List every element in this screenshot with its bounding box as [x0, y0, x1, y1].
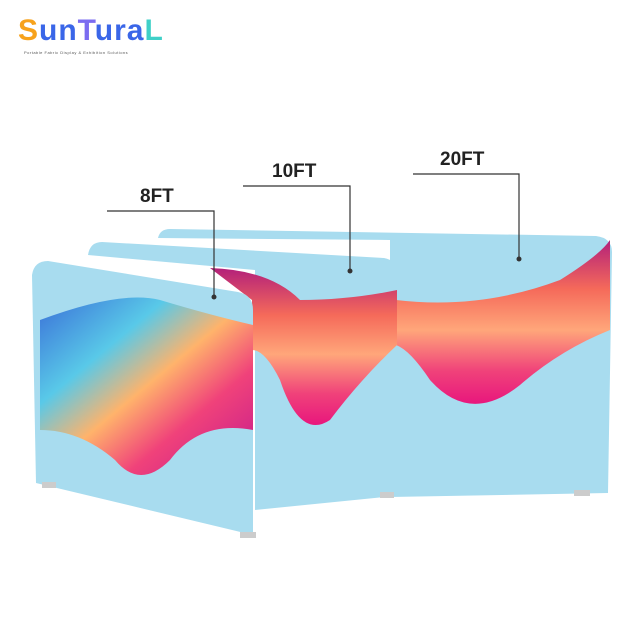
callout-dot-8ft — [211, 294, 217, 300]
callout-line-20ft — [413, 173, 520, 259]
label-20ft: 20FT — [440, 149, 485, 170]
panel-20ft — [158, 229, 612, 497]
callout-dot-10ft — [347, 268, 353, 274]
callout-dot-20ft — [516, 256, 522, 262]
panel-8ft — [32, 261, 256, 538]
callout-line-10ft — [243, 185, 351, 271]
brand-wordmark: SunTuraL — [18, 14, 164, 47]
callout-line-8ft — [107, 210, 215, 297]
panel-10ft — [88, 242, 397, 510]
brand-tagline: Portable Fabric Display & Exhibition Sol… — [24, 50, 129, 55]
label-10ft: 10FT — [272, 161, 317, 182]
label-8ft: 8FT — [140, 186, 174, 207]
